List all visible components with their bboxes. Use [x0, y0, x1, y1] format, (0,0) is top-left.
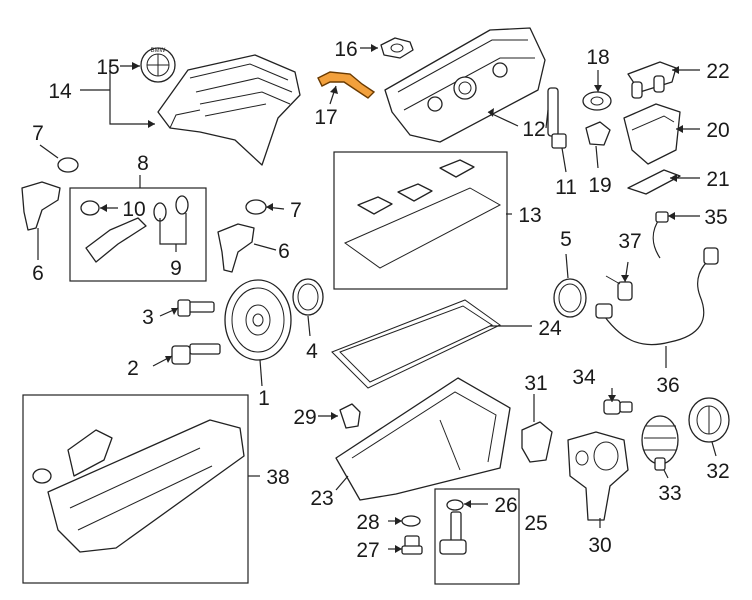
callout-33: 33 [658, 482, 681, 505]
callout-19: 19 [588, 174, 611, 197]
part-23-oil-pan [335, 377, 511, 501]
group-box-13 [333, 151, 508, 290]
callout-23: 23 [310, 487, 333, 510]
callout-32: 32 [706, 460, 729, 483]
part-19 [585, 121, 611, 146]
callout-17: 17 [314, 106, 337, 129]
callout-6a: 6 [32, 262, 44, 285]
part-7a-oring [57, 157, 79, 173]
callout-31: 31 [524, 372, 547, 395]
callout-25: 25 [524, 512, 547, 535]
callout-14: 14 [48, 80, 72, 103]
arrow-heads [100, 44, 683, 553]
part-31 [521, 421, 553, 463]
callout-7b: 7 [290, 199, 302, 222]
part-33-filter [641, 415, 679, 471]
part-24-gasket [331, 299, 501, 389]
part-37 [605, 275, 633, 301]
callout-28: 28 [356, 511, 379, 534]
part-6a-sensor [21, 181, 61, 231]
callout-numbers: 1 2 3 4 5 6 6 7 7 8 9 10 11 12 13 14 15 … [32, 38, 730, 562]
callout-13: 13 [518, 204, 541, 227]
callout-30: 30 [588, 534, 611, 557]
callout-38: 38 [266, 466, 289, 489]
group-box-25 [434, 488, 520, 585]
part-21-gasket [627, 169, 681, 195]
callout-26: 26 [494, 494, 517, 517]
callout-18: 18 [586, 46, 609, 69]
part-22 [627, 61, 677, 99]
callout-22: 22 [706, 60, 729, 83]
callout-24: 24 [538, 317, 562, 340]
callout-1: 1 [258, 387, 270, 410]
part-6b-sensor [217, 223, 255, 273]
group-box-8 [69, 187, 207, 282]
part-26-washer [446, 499, 464, 511]
group-box-38 [22, 394, 249, 584]
part-32-cap [688, 397, 730, 443]
part-17-highlighted-hose[interactable] [317, 71, 376, 99]
callout-3: 3 [142, 306, 154, 329]
part-13-gaskets [343, 159, 502, 269]
callout-2: 2 [127, 357, 139, 380]
callout-15: 15 [96, 56, 119, 79]
part-38-intake-manifold [32, 419, 245, 553]
callout-34: 34 [572, 366, 596, 389]
logo-text: BMW [151, 48, 166, 54]
callout-6b: 6 [278, 240, 290, 263]
callout-8: 8 [137, 152, 149, 175]
callout-16: 16 [334, 38, 357, 61]
callout-21: 21 [706, 168, 729, 191]
part-12-sensor [547, 87, 567, 149]
part-2-bolt [171, 343, 221, 365]
callout-9: 9 [170, 257, 182, 280]
valve-cover [384, 27, 546, 143]
part-30-filter-housing [567, 431, 629, 521]
callout-10: 10 [122, 198, 145, 221]
callout-37: 37 [618, 230, 641, 253]
callout-4: 4 [306, 340, 318, 363]
part-1-pulley [224, 279, 292, 361]
part-8-group [80, 195, 189, 263]
engine-cover [157, 54, 301, 166]
part-34 [603, 399, 633, 415]
part-3-bolt [177, 299, 215, 317]
callout-36: 36 [656, 374, 679, 397]
part-28-washer [401, 515, 421, 527]
part-27-plug [401, 535, 423, 555]
part-29 [339, 403, 361, 429]
callout-5: 5 [560, 228, 572, 251]
callout-11: 11 [555, 176, 577, 199]
part-16 [380, 37, 414, 59]
bmw-logo: BMW [140, 47, 176, 83]
callout-12: 12 [522, 118, 545, 141]
callout-27: 27 [356, 539, 379, 562]
callout-20: 20 [706, 119, 729, 142]
part-36-harness [595, 247, 719, 346]
part-35-sensor [652, 211, 669, 259]
part-7b-oring [245, 199, 267, 215]
part-18 [582, 91, 612, 111]
part-20-oil-pan [623, 103, 681, 165]
callout-7a: 7 [32, 122, 44, 145]
callout-29: 29 [293, 406, 316, 429]
callout-35: 35 [704, 206, 727, 229]
part-25-sensor [439, 511, 467, 555]
